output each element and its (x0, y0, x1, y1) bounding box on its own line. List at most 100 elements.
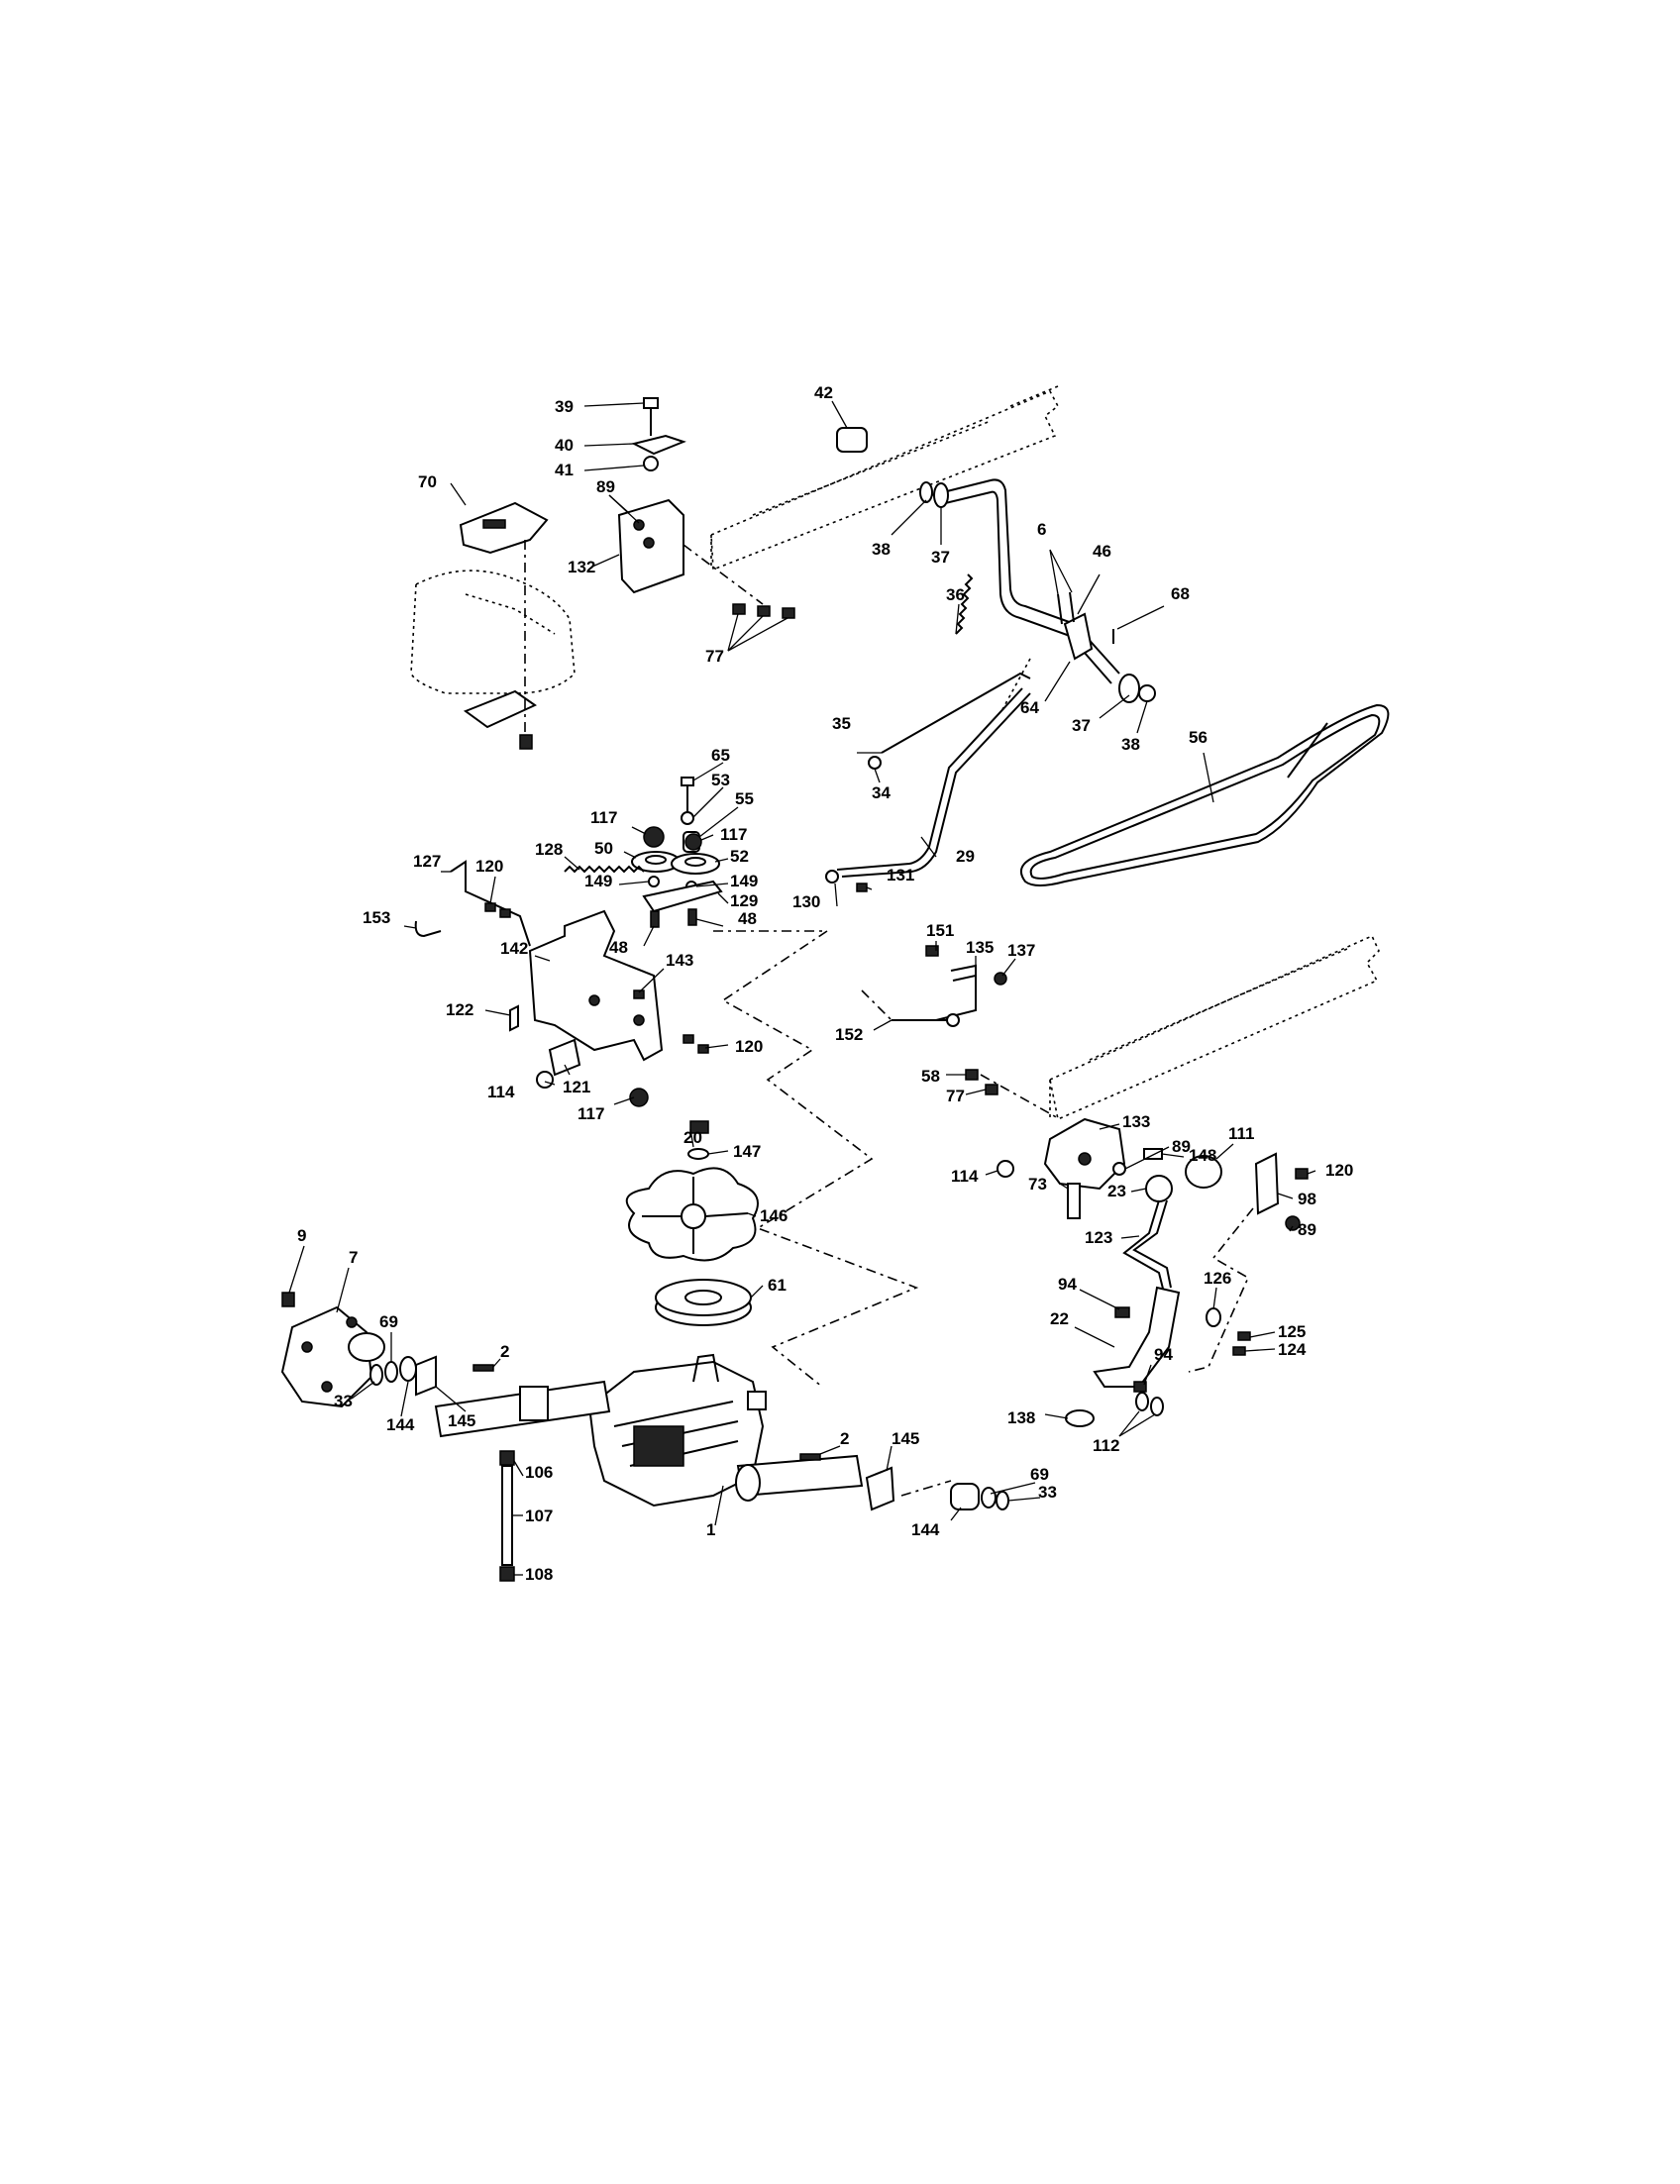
part-74-bolt (519, 734, 533, 750)
callout-35: 35 (832, 714, 851, 733)
dashed-132-77 (682, 544, 764, 605)
callout-114-left: 114 (487, 1083, 515, 1101)
callout-117-c: 117 (578, 1104, 604, 1123)
part-52-pulley (671, 853, 720, 875)
leader-lines (288, 400, 1316, 1576)
callout-50: 50 (594, 839, 613, 858)
part-64-shaft (930, 478, 1120, 714)
callout-117-b: 117 (720, 825, 747, 844)
callout-52: 52 (730, 847, 749, 866)
part-70-shield (459, 501, 549, 555)
callout-39: 39 (555, 397, 574, 416)
part-117-nut-lower (629, 1088, 649, 1107)
part-34-nut (868, 756, 882, 770)
part-117-nut-left (643, 826, 665, 848)
belt-routing-path (713, 930, 919, 1388)
part-135-link (935, 964, 977, 1021)
callout-77-lower: 77 (946, 1087, 965, 1105)
callout-70: 70 (418, 472, 437, 491)
callout-94-a: 94 (1058, 1275, 1077, 1294)
rear-frame-rail (1049, 934, 1380, 1121)
callout-127: 127 (413, 852, 441, 871)
part-145-bracket-left (415, 1355, 437, 1397)
part-146-fan (625, 1167, 759, 1262)
part-41-nut (643, 456, 659, 471)
callout-124: 124 (1278, 1340, 1307, 1359)
part-144-bushing-right (950, 1483, 980, 1510)
callout-9: 9 (297, 1226, 306, 1245)
part-1-transaxle (587, 1353, 767, 1508)
part-20-nut (689, 1120, 709, 1134)
part-147-washer (687, 1148, 709, 1160)
part-35-rod (881, 672, 1031, 754)
part-37-washer-upper (933, 482, 949, 508)
part-56-belt (1019, 703, 1390, 886)
callout-145-left: 145 (448, 1411, 475, 1430)
callout-22: 22 (1050, 1309, 1069, 1328)
part-130-131 (825, 870, 868, 892)
callout-132: 132 (568, 558, 595, 576)
callout-149-a: 149 (584, 872, 612, 890)
part-46-arm (1063, 612, 1094, 661)
callout-130: 130 (792, 892, 820, 911)
callout-117-a: 117 (590, 808, 617, 827)
part-33-69-washers-left (369, 1356, 417, 1386)
callout-135: 135 (966, 938, 994, 957)
callout-144-left: 144 (386, 1415, 415, 1434)
part-7-hub (280, 1305, 385, 1408)
part-37-washer-lower (1118, 674, 1140, 703)
part-138-washer (1065, 1409, 1095, 1427)
part-29-rod (836, 687, 1031, 878)
part-133-bracket (1043, 1117, 1126, 1191)
callout-38-upper: 38 (872, 540, 891, 559)
part-143-bolts (633, 989, 645, 999)
callout-48-b: 48 (738, 909, 757, 928)
callout-128: 128 (535, 840, 563, 859)
dash-right-axle (900, 1480, 952, 1497)
part-6-screws (1057, 591, 1075, 625)
callout-68: 68 (1171, 584, 1190, 603)
part-22-arm (1093, 1286, 1181, 1388)
callout-42: 42 (814, 383, 833, 402)
callout-120-b: 120 (735, 1037, 763, 1056)
callout-89-mid: 89 (1172, 1137, 1191, 1156)
callout-46: 46 (1093, 542, 1111, 561)
part-145-bracket-right (865, 1466, 895, 1511)
part-50-pulley (631, 851, 681, 873)
callout-58: 58 (921, 1067, 940, 1086)
callout-65: 65 (711, 746, 730, 765)
callout-126: 126 (1204, 1269, 1231, 1288)
callout-146: 146 (760, 1206, 788, 1225)
part-38-washer-upper (919, 481, 933, 503)
callout-56: 56 (1189, 728, 1208, 747)
callout-121: 121 (563, 1078, 590, 1096)
callout-131: 131 (887, 866, 914, 884)
callout-41: 41 (555, 461, 574, 479)
callout-40: 40 (555, 436, 574, 455)
callout-53: 53 (711, 771, 730, 789)
callout-144-right: 144 (911, 1520, 940, 1539)
part-123-lever (1122, 1199, 1172, 1294)
callout-148: 148 (1189, 1146, 1216, 1165)
callout-94-b: 94 (1154, 1345, 1173, 1364)
callout-33-left: 33 (334, 1392, 353, 1410)
callout-112: 112 (1093, 1436, 1119, 1455)
part-117-nut-right (684, 833, 702, 851)
callout-98: 98 (1298, 1190, 1316, 1208)
upper-frame-rail (710, 385, 1060, 572)
callout-6: 6 (1037, 520, 1046, 539)
callout-120-a: 120 (475, 857, 503, 876)
callout-152: 152 (835, 1025, 863, 1044)
part-42-bushing (836, 427, 868, 453)
callout-33-right: 33 (1038, 1483, 1057, 1502)
part-2-key-right (799, 1453, 821, 1461)
callout-34: 34 (872, 783, 891, 802)
part-58-77-bolts (965, 1069, 1061, 1120)
part-120-bolt-right (1295, 1168, 1309, 1180)
callout-37-upper: 37 (931, 548, 950, 567)
callout-106: 106 (525, 1463, 553, 1482)
callout-133: 133 (1122, 1112, 1150, 1131)
part-65-bolt (681, 777, 694, 812)
callout-138: 138 (1007, 1408, 1035, 1427)
